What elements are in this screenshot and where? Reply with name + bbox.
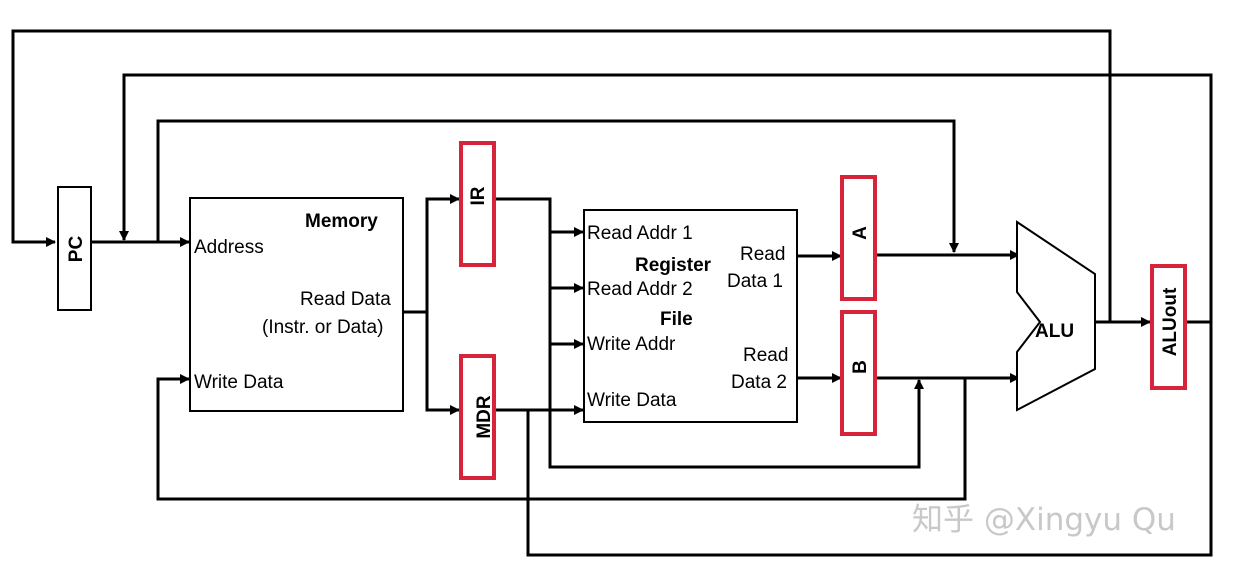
aluout-register: ALUout: [1150, 264, 1187, 390]
alu-block: ALU: [1016, 220, 1096, 412]
wire-aluout-to-pc-2: [119, 73, 1213, 322]
read-data-2-port-2: Data 2: [731, 372, 787, 393]
aluout-label: ALUout: [1160, 287, 1181, 356]
memory-address-port: Address: [194, 237, 264, 258]
wire-aluout-to-pc: [11, 29, 1112, 323]
wire-memread-to-ir: [425, 194, 460, 312]
wire-mdr-bottom-loop: [526, 322, 1213, 557]
b-label: B: [850, 360, 871, 374]
memory-block: Memory Address Read Data (Instr. or Data…: [189, 197, 404, 412]
read-data-2-port: Read: [743, 345, 788, 366]
wire-b-to-mem-writedata: [156, 374, 967, 501]
wire-memread-to-mdr: [425, 312, 460, 415]
write-data-port: Write Data: [587, 390, 677, 411]
mdr-register: MDR: [459, 354, 496, 480]
memory-write-data-port: Write Data: [194, 372, 284, 393]
mdr-label: MDR: [474, 395, 495, 439]
memory-read-data-subtitle: (Instr. or Data): [262, 317, 383, 338]
pc-label: PC: [66, 236, 87, 263]
watermark: 知乎 @Xingyu Qu: [912, 502, 1176, 538]
pc-register: PC: [57, 186, 92, 311]
memory-title: Memory: [305, 211, 378, 232]
write-addr-port: Write Addr: [587, 334, 676, 355]
read-data-1-port-2: Data 1: [727, 271, 783, 292]
register-file-title: Register: [635, 255, 712, 276]
alu-label: ALU: [1035, 321, 1074, 342]
wire-ir-out: [496, 197, 924, 469]
read-data-1-port: Read: [740, 244, 785, 265]
memory-read-data-port: Read Data: [300, 289, 391, 310]
b-register: B: [840, 310, 877, 436]
wire-pc-to-alu: [156, 119, 959, 253]
read-addr-2-port: Read Addr 2: [587, 279, 693, 300]
register-file-block: Register File Read Addr 1 Read Addr 2 Wr…: [583, 209, 798, 423]
ir-register: IR: [459, 141, 496, 267]
ir-label: IR: [468, 186, 489, 205]
a-register: A: [840, 175, 877, 301]
a-label: A: [850, 226, 871, 240]
read-addr-1-port: Read Addr 1: [587, 223, 693, 244]
register-file-title-2: File: [660, 309, 693, 330]
